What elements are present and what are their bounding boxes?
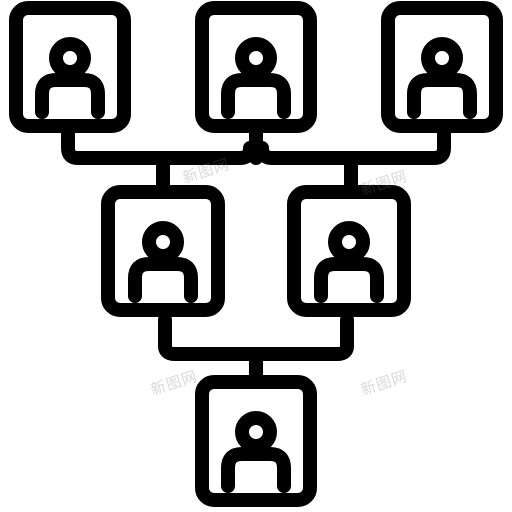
person-icon xyxy=(221,37,291,119)
connector-top-left xyxy=(61,119,257,165)
person-icon xyxy=(221,411,291,493)
person-icon xyxy=(314,221,384,303)
person-icon xyxy=(128,221,198,303)
node-middle-right xyxy=(287,185,411,317)
connector-top-right xyxy=(255,119,451,165)
node-top-left xyxy=(9,1,131,133)
node-top-center xyxy=(195,1,317,133)
node-bottom xyxy=(195,375,317,507)
node-middle-left xyxy=(101,185,225,317)
person-icon xyxy=(35,37,105,119)
person-icon xyxy=(407,37,477,119)
node-top-right xyxy=(381,1,503,133)
